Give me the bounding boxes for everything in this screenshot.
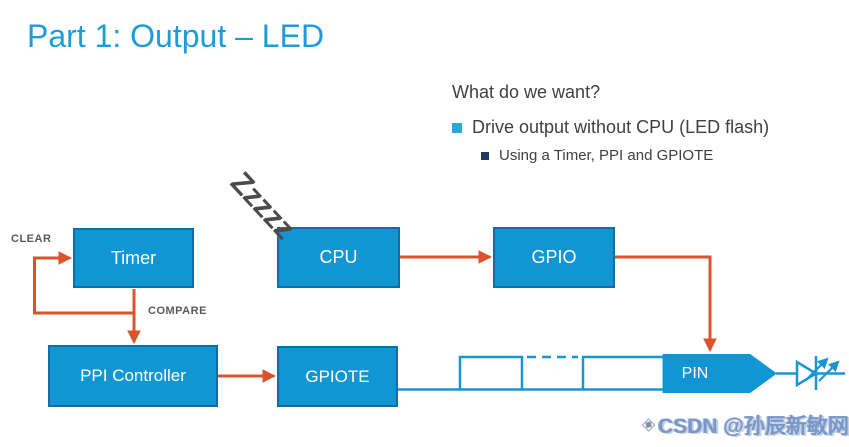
block-ppi-controller: PPI Controller (48, 345, 218, 407)
block-timer: Timer (73, 228, 194, 288)
clear-label: CLEAR (11, 233, 52, 245)
led-diode-icon (776, 356, 845, 390)
block-gpiote: GPIOTE (277, 346, 398, 407)
notes-heading: What do we want? (452, 82, 601, 102)
sub-bullet-item: Using a Timer, PPI and GPIOTE (481, 147, 842, 164)
led-triangle (795, 359, 819, 388)
watermark-cube-icon (642, 418, 656, 432)
block-cpu: CPU (277, 227, 400, 288)
block-ppi-label: PPI Controller (80, 366, 186, 385)
bullet-item: Drive output without CPU (LED flash) (452, 117, 842, 138)
page-title: Part 1: Output – LED (27, 18, 325, 54)
square-wave-signal (398, 355, 663, 391)
sub-bullet-square-icon (481, 152, 489, 160)
watermark: CSDN @孙辰新敏网 (642, 403, 849, 447)
led-emission-arrow-2 (818, 360, 840, 382)
block-timer-label: Timer (110, 247, 157, 268)
block-pin-label: PIN (681, 365, 709, 382)
signal-pulse-1 (458, 355, 524, 390)
notes-panel: What do we want? Drive output without CP… (452, 82, 842, 173)
compare-label: COMPARE (148, 305, 207, 317)
block-gpio: GPIO (493, 227, 615, 288)
watermark-text: CSDN @孙辰新敏网 (658, 415, 849, 438)
block-cpu-label: CPU (319, 247, 358, 267)
block-gpiote-label: GPIOTE (305, 366, 370, 386)
led-emission-arrow-1 (807, 357, 829, 379)
signal-pulse-2 (581, 355, 663, 390)
block-gpio-label: GPIO (531, 247, 577, 267)
connector-gpio-to-pin (615, 255, 717, 353)
sub-bullet-label: Using a Timer, PPI and GPIOTE (499, 147, 714, 164)
bullet-label: Drive output without CPU (LED flash) (472, 117, 770, 137)
bullet-square-icon (452, 123, 462, 133)
